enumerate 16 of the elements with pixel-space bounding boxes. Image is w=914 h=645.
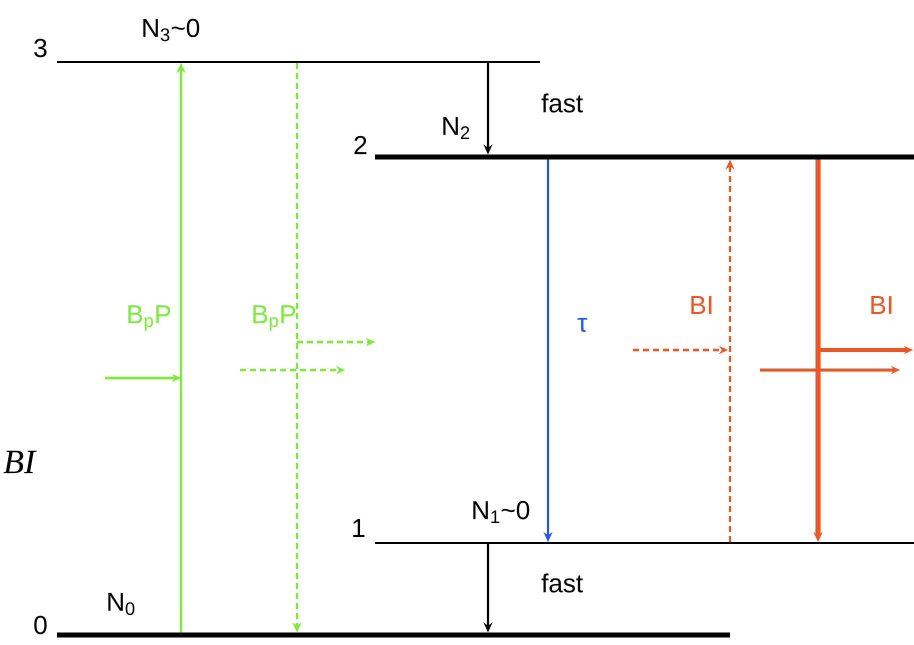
- edge-label: B$_{p}$P: [253, 305, 296, 331]
- edge-label: fast: [542, 93, 583, 113]
- level-population: N$_{3}$~0: [143, 18, 200, 42]
- axis-label: BI: [4, 450, 37, 474]
- edge-label: fast: [542, 573, 583, 593]
- level-population: N$_{0}$: [108, 592, 134, 616]
- edge-label: B$_{p}$P: [128, 305, 170, 331]
- level-number: 2: [354, 136, 366, 154]
- edge-label: τ: [578, 318, 588, 332]
- edge-label: BI: [871, 296, 892, 314]
- level-population: N$_{1}$~0: [473, 500, 530, 524]
- level-number: 3: [34, 38, 47, 58]
- level-number: 1: [353, 519, 364, 537]
- edge-label: BI: [691, 296, 712, 314]
- level-number: 0: [34, 616, 47, 634]
- level-population: N$_{2}$: [443, 116, 470, 139]
